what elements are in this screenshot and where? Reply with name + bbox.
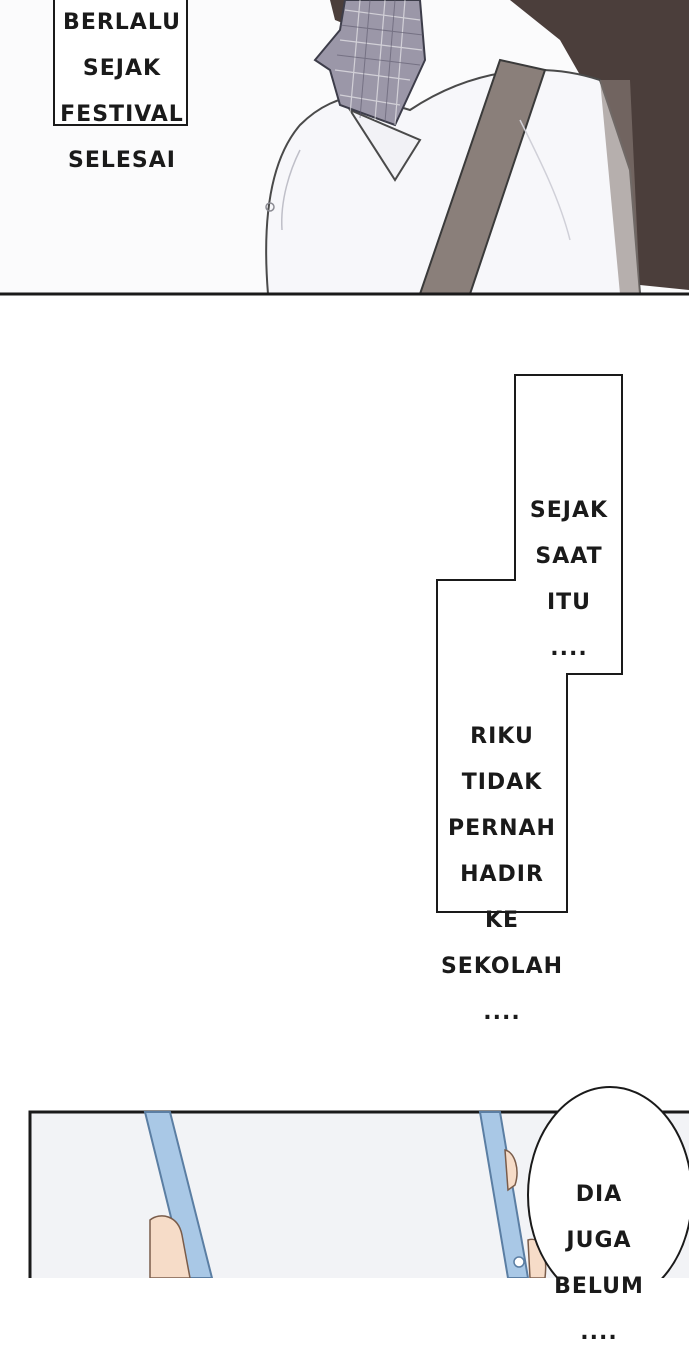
caption-line: ITU (546, 590, 592, 615)
caption-line: SELESAI (68, 148, 176, 173)
caption-line: RIKU (470, 724, 534, 749)
speech-line: .... (580, 1320, 618, 1345)
caption-line: SEJAK (529, 498, 609, 523)
caption-line: SEKOLAH (440, 954, 564, 979)
caption-line: SAAT (535, 544, 603, 569)
bottom-panel (28, 1086, 689, 1278)
top-panel (0, 0, 689, 296)
caption-line: .... (550, 636, 588, 661)
caption-line: HADIR (460, 862, 544, 887)
caption-riku-absent: RIKU TIDAK PERNAH HADIR KE SEKOLAH .... (437, 702, 567, 1047)
speech-bubble-text: DIA JUGA BELUM .... (540, 1160, 658, 1367)
caption-line: BERLALU (63, 10, 181, 35)
caption-since-then: SEJAK SAAT ITU .... (515, 476, 623, 683)
stacked-caption-boxes (436, 374, 623, 913)
caption-line: KE (484, 908, 520, 933)
caption-line: FESTIVAL (60, 102, 184, 127)
speech-line: JUGA (566, 1228, 632, 1253)
speech-line: DIA (575, 1182, 623, 1207)
caption-line: TIDAK (461, 770, 543, 795)
caption-line: .... (483, 1000, 521, 1025)
caption-festival: BERLALU SEJAK FESTIVAL SELESAI (56, 0, 188, 195)
caption-line: SEJAK (82, 56, 162, 81)
caption-line: PERNAH (448, 816, 556, 841)
speech-line: BELUM (554, 1274, 644, 1299)
comic-page-art (0, 0, 689, 1278)
